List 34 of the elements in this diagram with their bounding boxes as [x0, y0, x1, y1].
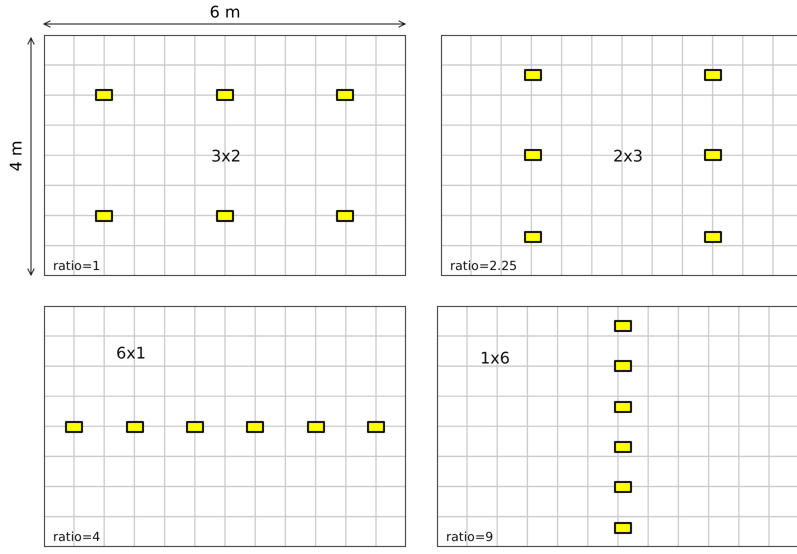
lamp-box — [336, 210, 354, 222]
dimension-label: 4 m — [6, 140, 26, 172]
layout-label: 1x6 — [480, 348, 510, 368]
lamp-box — [306, 420, 324, 432]
lamp-box — [614, 440, 632, 452]
ratio-label: ratio=1 — [53, 258, 100, 273]
lamp-box — [614, 480, 632, 492]
lamp-box — [216, 88, 234, 100]
lamp-box — [704, 148, 722, 160]
lamp-box — [336, 88, 354, 100]
lamp-box — [704, 230, 722, 242]
lamp-box — [524, 148, 542, 160]
lamp-box — [704, 68, 722, 80]
dimension-label: 6 m — [210, 2, 240, 22]
lamp-box — [126, 420, 144, 432]
layout-label: 6x1 — [116, 344, 146, 362]
lamp-box — [614, 320, 632, 332]
lamp-box — [216, 210, 234, 222]
ratio-label: ratio=2.25 — [450, 258, 518, 273]
lamp-box — [94, 210, 112, 222]
layout-label: 2x3 — [613, 146, 643, 166]
lamp-box — [614, 522, 632, 534]
lamp-box — [614, 400, 632, 412]
lamp-box — [614, 360, 632, 372]
lamp-box — [64, 420, 82, 432]
ratio-label: ratio=4 — [53, 529, 100, 544]
ratio-label: ratio=9 — [446, 529, 494, 544]
layout-label: 3x2 — [211, 146, 241, 166]
lamp-box — [186, 420, 204, 432]
lamp-box — [94, 88, 112, 100]
lamp-box — [524, 68, 542, 80]
lamp-box — [524, 230, 542, 242]
lamp-box — [246, 420, 264, 432]
lamp-box — [366, 420, 384, 432]
